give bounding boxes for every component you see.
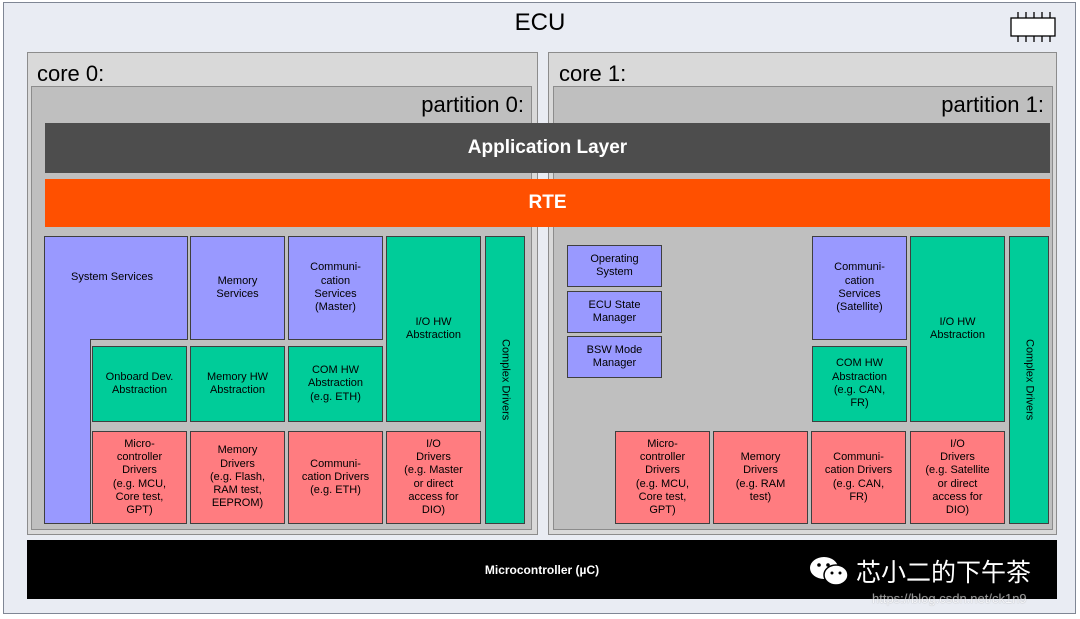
operating-system: Operating System	[567, 245, 662, 287]
com-hw-abstraction-1: COM HW Abstraction (e.g. CAN, FR)	[812, 346, 907, 422]
chip-icon	[1010, 12, 1056, 42]
rte-layer: RTE	[45, 179, 1050, 227]
system-services-block	[44, 236, 188, 524]
memory-hw-abstraction: Memory HW Abstraction	[190, 346, 285, 422]
core-0-label: core 0:	[37, 61, 105, 86]
io-drivers-1: I/O Drivers (e.g. Satellite or direct ac…	[910, 431, 1005, 524]
bsw-mode-manager: BSW Mode Manager	[567, 336, 662, 378]
ecu-title: ECU	[514, 9, 566, 36]
partition-1-label: partition 1:	[941, 92, 1044, 117]
com-services-satellite: Communi- cation Services (Satellite)	[812, 236, 907, 340]
com-hw-abstraction-0: COM HW Abstraction (e.g. ETH)	[288, 346, 383, 422]
core-1-label: core 1:	[559, 61, 627, 86]
memory-drivers-1: Memory Drivers (e.g. RAM test)	[713, 431, 808, 524]
io-drivers-0: I/O Drivers (e.g. Master or direct acces…	[386, 431, 481, 524]
memory-services: Memory Services	[190, 236, 285, 340]
ecu-state-manager: ECU State Manager	[567, 291, 662, 333]
microcontroller-bar: Microcontroller (µC)	[27, 540, 1057, 599]
com-services-master: Communi- cation Services (Master)	[288, 236, 383, 340]
watermark-text: 芯小二的下午茶	[856, 559, 1032, 587]
memory-drivers-0: Memory Drivers (e.g. Flash, RAM test, EE…	[190, 431, 285, 524]
watermark: 芯小二的下午茶	[808, 553, 1031, 589]
com-drivers-0: Communi- cation Drivers (e.g. ETH)	[288, 431, 383, 524]
wechat-icon	[810, 557, 849, 586]
microcontroller-drivers-1: Micro- controller Drivers (e.g. MCU, Cor…	[615, 431, 710, 524]
microcontroller-label: Microcontroller (µC)	[484, 562, 600, 577]
complex-drivers-1: Complex Drivers	[1009, 236, 1049, 524]
partition-0-label: partition 0:	[421, 92, 524, 117]
onboard-dev-abstraction: Onboard Dev. Abstraction	[92, 346, 187, 422]
com-drivers-1: Communi- cation Drivers (e.g. CAN, FR)	[811, 431, 906, 524]
watermark-url: https://blog.csdn.net/ck1n9	[872, 591, 1027, 606]
io-hw-abstraction-1: I/O HW Abstraction	[910, 236, 1005, 422]
complex-drivers-0: Complex Drivers	[485, 236, 525, 524]
application-layer: Application Layer	[45, 123, 1050, 173]
io-hw-abstraction-0: I/O HW Abstraction	[386, 236, 481, 422]
microcontroller-drivers-0: Micro- controller Drivers (e.g. MCU, Cor…	[92, 431, 187, 524]
system-services-label: System Services	[71, 271, 153, 283]
